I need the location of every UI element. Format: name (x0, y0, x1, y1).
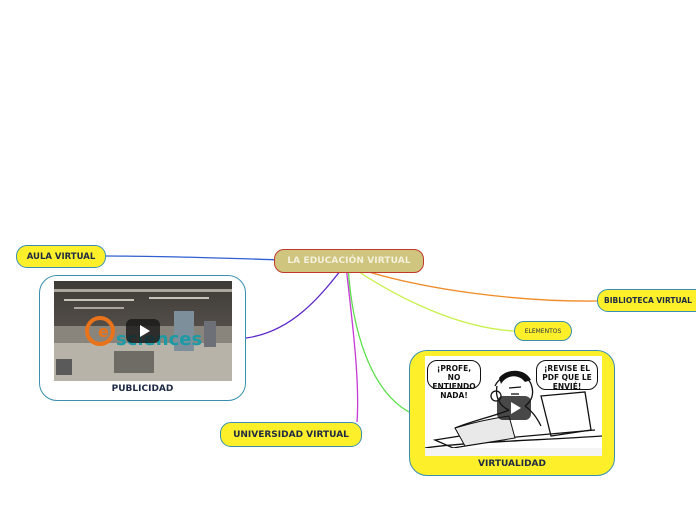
central-topic[interactable]: LA EDUCACIÓN VIRTUAL (274, 249, 424, 273)
link-publicidad (245, 265, 345, 339)
publicidad-video-thumbnail[interactable]: e sciences (54, 281, 232, 381)
link-elementos (349, 265, 515, 332)
topic-biblioteca-virtual-label: BIBLIOTECA VIRTUAL (604, 296, 692, 305)
virtualidad-label: VIRTUALIDAD (478, 459, 546, 469)
topic-aula-virtual-label: AULA VIRTUAL (26, 251, 96, 262)
link-biblioteca (349, 265, 598, 302)
speech-bubble-teacher: ¡REVISE EL PDF QUE LE ENVIÉ! (536, 360, 598, 391)
topic-publicidad-card[interactable]: e sciences PUBLICIDAD (39, 275, 246, 401)
topic-virtualidad-card[interactable]: ¡PROFE, NO ENTIENDO NADA! ¡REVISE EL PDF… (409, 350, 615, 476)
topic-biblioteca-virtual[interactable]: BIBLIOTECA VIRTUAL (597, 289, 696, 312)
link-universidad (345, 265, 359, 423)
link-virtualidad (347, 265, 410, 413)
publicidad-label: PUBLICIDAD (111, 384, 174, 394)
speech-bubble-student: ¡PROFE, NO ENTIENDO NADA! (427, 360, 481, 400)
svg-text:e: e (98, 322, 109, 341)
topic-elementos-label: ELEMENTOS (524, 327, 562, 335)
play-icon[interactable] (497, 396, 531, 420)
office-photo-image: e sciences (54, 281, 232, 381)
central-topic-label: LA EDUCACIÓN VIRTUAL (287, 256, 411, 266)
topic-elementos[interactable]: ELEMENTOS (514, 321, 572, 341)
topic-aula-virtual[interactable]: AULA VIRTUAL (16, 245, 106, 268)
topic-universidad-virtual[interactable]: UNIVERSIDAD VIRTUAL (220, 422, 362, 447)
play-icon[interactable] (126, 319, 160, 343)
virtualidad-video-thumbnail[interactable]: ¡PROFE, NO ENTIENDO NADA! ¡REVISE EL PDF… (425, 356, 602, 456)
topic-universidad-virtual-label: UNIVERSIDAD VIRTUAL (233, 429, 349, 440)
